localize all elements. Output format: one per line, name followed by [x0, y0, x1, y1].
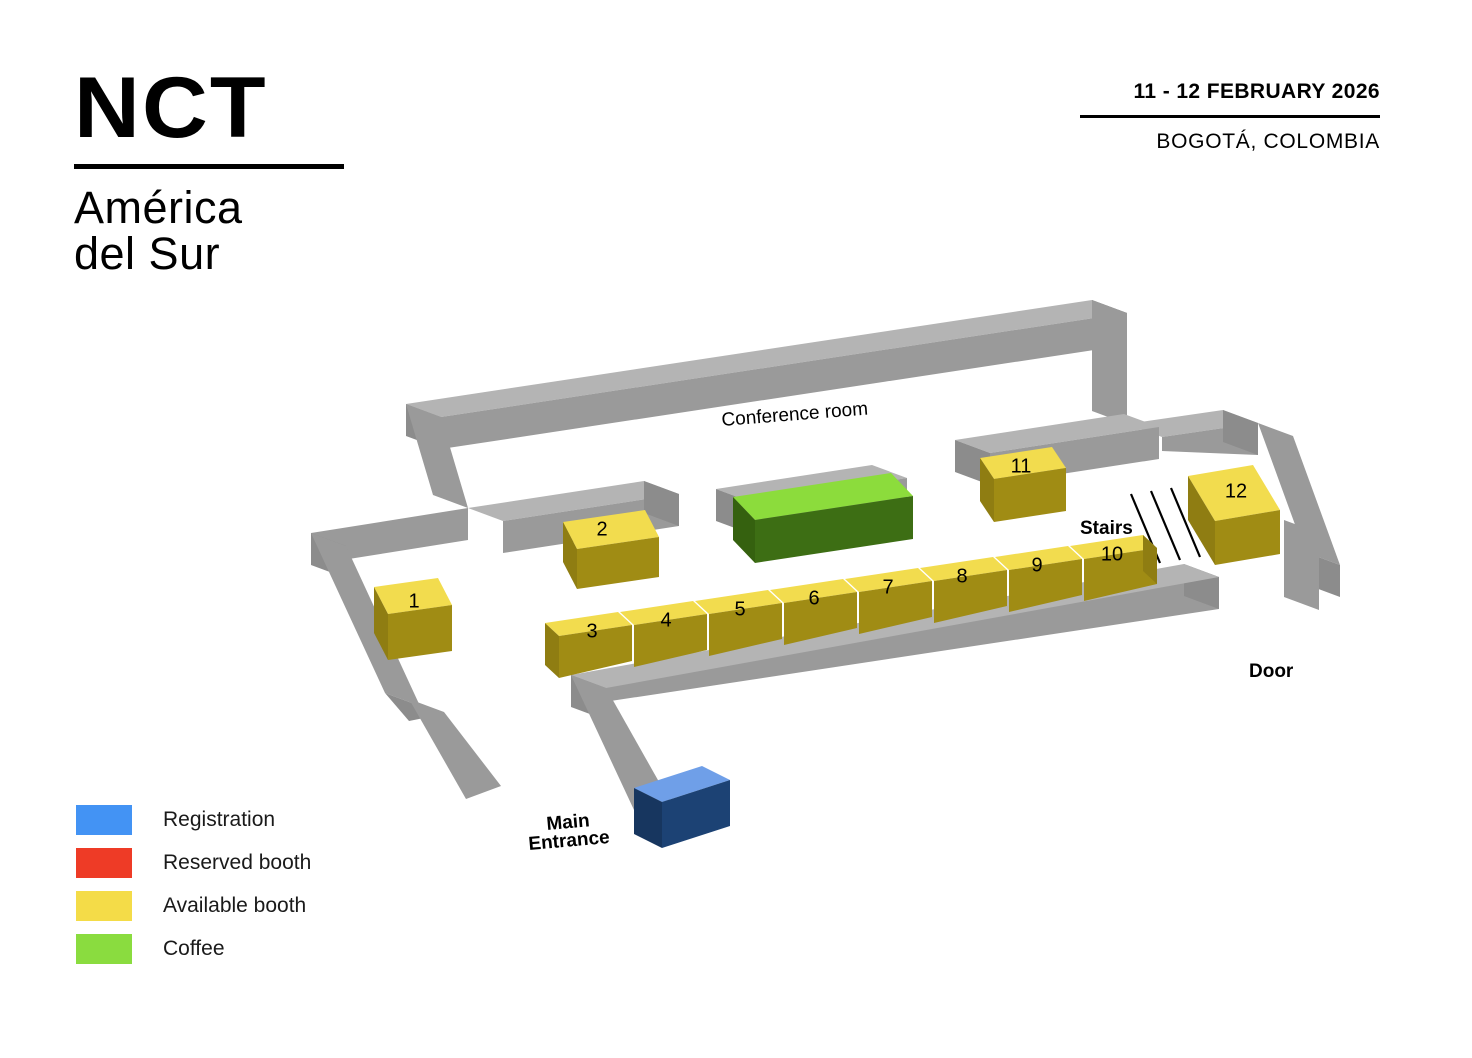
legend-label-registration: Registration	[163, 807, 276, 831]
booth-row: 3 4 5 6 7 8	[545, 535, 1157, 678]
booth-6-label: 6	[808, 587, 819, 609]
legend-swatch-coffee	[76, 933, 132, 964]
booth-4[interactable]: 4	[620, 601, 707, 667]
wall-west-lower	[311, 533, 501, 799]
legend-swatch-reserved-booth	[76, 847, 132, 878]
legend-item-coffee: Coffee	[76, 927, 311, 970]
booth-3[interactable]: 3	[545, 612, 632, 678]
booth-12[interactable]: 12	[1188, 465, 1280, 565]
booth-1-label: 1	[408, 590, 419, 612]
booth-2-label: 2	[596, 518, 607, 540]
logo-subtitle: América del Sur	[74, 182, 243, 280]
event-location: BOGOTÁ, COLOMBIA	[1156, 130, 1380, 153]
main-entrance-label-line2: Entrance	[528, 827, 611, 855]
booth-9[interactable]: 9	[995, 546, 1082, 612]
booth-6[interactable]: 6	[770, 579, 857, 645]
stairs-label: Stairs	[1080, 518, 1133, 539]
booth-10-label: 10	[1101, 543, 1123, 565]
legend-label-reserved-booth: Reserved booth	[163, 850, 312, 874]
booth-3-label: 3	[586, 620, 597, 642]
booth-8[interactable]: 8	[920, 557, 1007, 623]
legend-label-available-booth: Available booth	[163, 893, 307, 917]
logo-wordmark: NCT	[74, 60, 268, 156]
brand-logo: NCT América del Sur	[74, 65, 494, 280]
booth-9-label: 9	[1031, 554, 1042, 576]
main-entrance-label-line1: Main	[546, 810, 591, 835]
booth-5[interactable]: 5	[695, 590, 782, 656]
booth-7[interactable]: 7	[845, 568, 932, 634]
booth-11-label: 11	[1011, 455, 1032, 477]
event-date: 11 - 12 FEBRUARY 2026	[1133, 80, 1380, 103]
legend-swatch-available-booth	[76, 890, 132, 921]
wall-northwest	[406, 404, 468, 508]
booth-12-label: 12	[1225, 480, 1247, 502]
wall-northeast	[1127, 410, 1258, 455]
door-label: Door	[1249, 661, 1294, 682]
booth-4-label: 4	[660, 609, 671, 631]
wall-east-lower-stub	[1284, 520, 1319, 610]
event-meta-divider	[1080, 115, 1380, 118]
walls	[311, 300, 1340, 825]
booth-11[interactable]: 11	[980, 447, 1066, 522]
booth-7-label: 7	[882, 576, 893, 598]
legend-item-reserved-booth: Reserved booth	[76, 841, 311, 884]
booth-10[interactable]: 10	[1070, 535, 1157, 601]
legend: Registration Reserved booth Available bo…	[76, 798, 311, 970]
logo-divider	[74, 164, 344, 170]
wall-conference-east	[1092, 300, 1127, 424]
legend-swatch-registration	[76, 804, 132, 835]
booth-8-label: 8	[956, 565, 967, 587]
booth-1[interactable]: 1	[374, 578, 452, 660]
legend-item-registration: Registration	[76, 798, 311, 841]
legend-label-coffee: Coffee	[163, 936, 225, 960]
booth-2[interactable]: 2	[563, 510, 659, 589]
registration-booth[interactable]	[634, 766, 730, 848]
event-meta: 11 - 12 FEBRUARY 2026 BOGOTÁ, COLOMBIA	[1080, 80, 1380, 154]
legend-item-available-booth: Available booth	[76, 884, 311, 927]
coffee-area[interactable]	[733, 473, 913, 563]
conference-room-label: Conference room	[721, 399, 869, 431]
booth-5-label: 5	[734, 598, 745, 620]
